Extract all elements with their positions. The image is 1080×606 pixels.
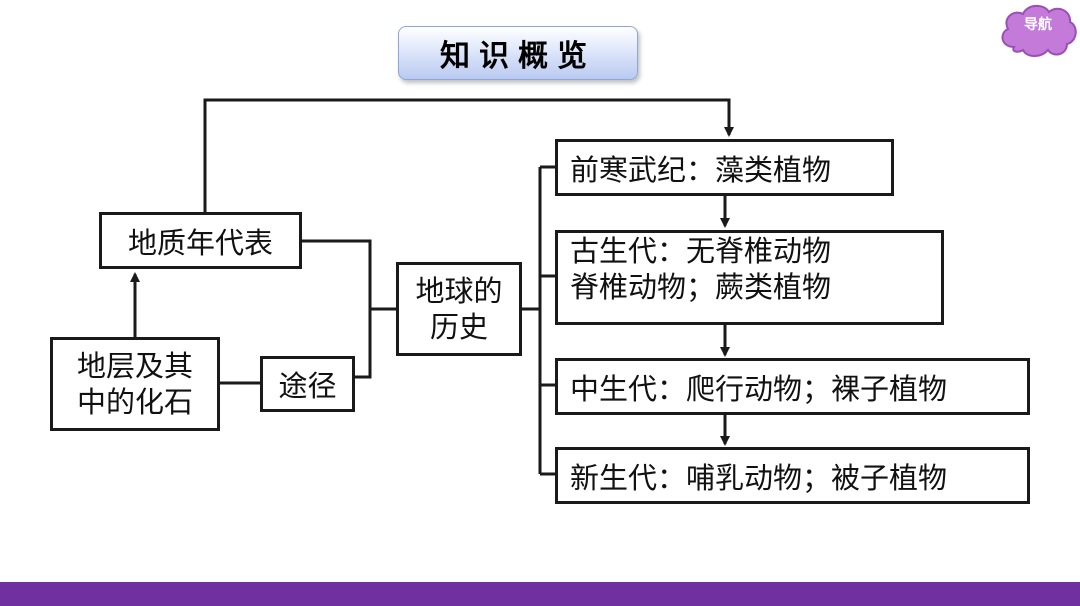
node-strata-fossils-line-1: 地层及其 <box>76 349 193 383</box>
node-earth-history-line-2: 历史 <box>429 310 488 344</box>
node-precambrian: 前寒武纪：藻类植物 <box>555 139 894 196</box>
bottom-bar <box>0 582 1080 606</box>
node-mesozoic-text: 中生代：爬行动物；裸子植物 <box>570 371 948 406</box>
node-cenozoic-text: 新生代：哺乳动物；被子植物 <box>570 460 948 495</box>
node-mesozoic: 中生代：爬行动物；裸子植物 <box>555 358 1030 415</box>
node-cenozoic: 新生代：哺乳动物；被子植物 <box>555 447 1030 504</box>
connector-chronology-to-precambrian <box>203 98 734 212</box>
nav-button[interactable]: 导航 <box>996 0 1080 62</box>
node-geologic-chronology: 地质年代表 <box>99 212 302 269</box>
nav-label: 导航 <box>1024 17 1052 33</box>
node-approach: 途径 <box>260 356 355 412</box>
node-paleozoic-line-1: 古生代：无脊椎动物 <box>570 234 832 268</box>
node-strata-fossils: 地层及其 中的化石 <box>50 337 220 431</box>
node-paleozoic: 古生代：无脊椎动物 脊椎动物；蕨类植物 <box>555 230 944 325</box>
node-earth-history: 地球的 历史 <box>396 262 522 356</box>
node-precambrian-text: 前寒武纪：藻类植物 <box>570 152 832 187</box>
connector-approach-to-history <box>353 309 372 379</box>
connector-chronology-to-history <box>300 239 397 311</box>
cloud-icon <box>1001 4 1077 57</box>
node-approach-text: 途径 <box>278 369 337 403</box>
node-geologic-chronology-text: 地质年代表 <box>127 225 273 260</box>
page-title: 知识概览 <box>398 26 638 80</box>
node-earth-history-line-1: 地球的 <box>415 274 503 308</box>
node-paleozoic-line-2: 脊椎动物；蕨类植物 <box>570 270 832 304</box>
node-strata-fossils-line-2: 中的化石 <box>76 385 193 419</box>
